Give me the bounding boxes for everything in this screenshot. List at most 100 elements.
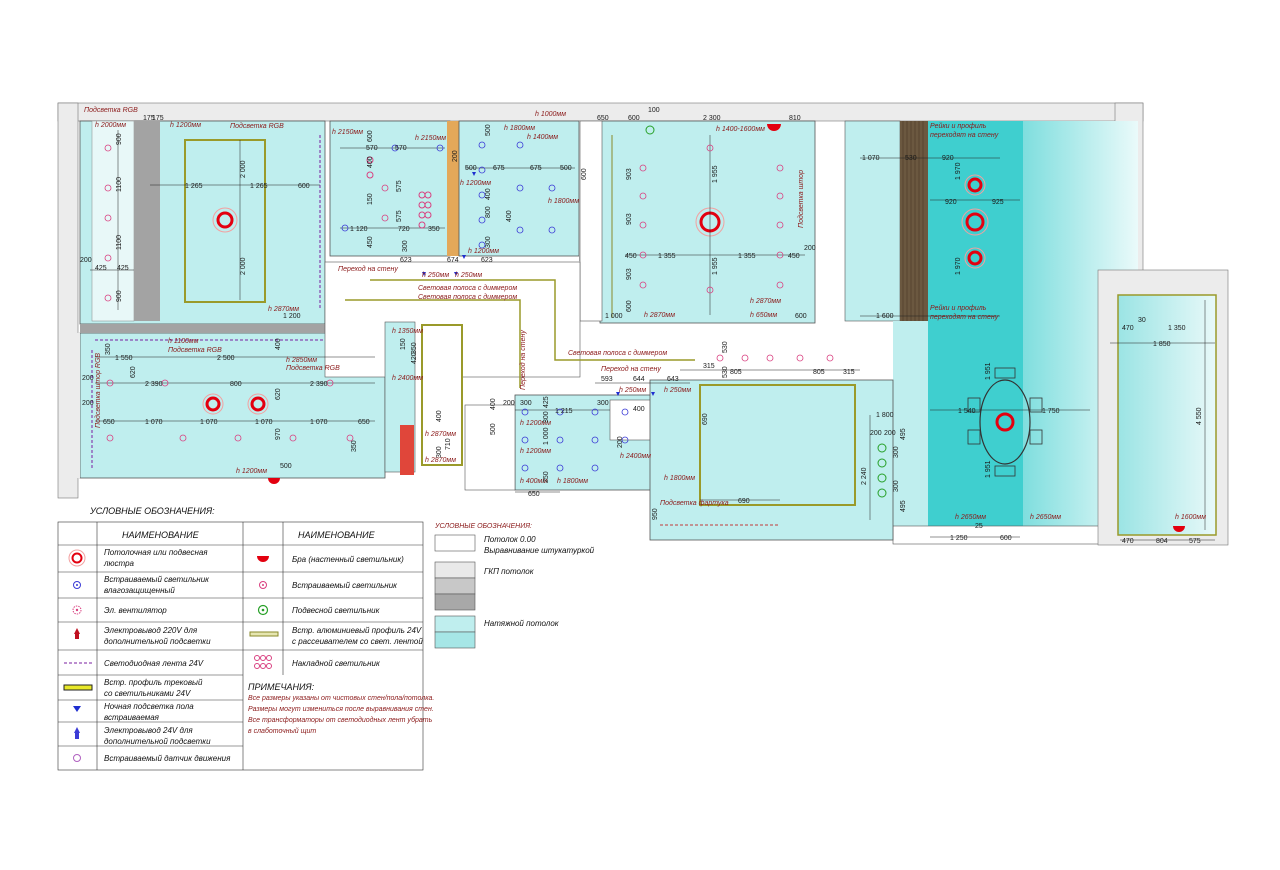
dim-label: 400	[490, 398, 497, 410]
dim-label: 425	[117, 265, 129, 272]
dim-label: 470	[1122, 325, 1134, 332]
dim-label: 925	[992, 199, 1004, 206]
room-loggia	[1097, 269, 1229, 546]
dim-label: 900	[116, 133, 123, 145]
legend-label: со светильниками 24V	[104, 689, 191, 698]
height-label: h 1800мм	[548, 198, 579, 205]
height-label: h 2150мм	[332, 129, 363, 136]
dim-label: 530	[722, 341, 729, 353]
dim-label: 150	[367, 193, 374, 205]
label-light-strip: Световая полоса с диммером	[418, 284, 517, 292]
height-label: h 250мм	[619, 387, 646, 394]
dim-label: 100	[648, 107, 660, 114]
dim-label: 200	[82, 375, 94, 382]
dim-label: 600	[626, 300, 633, 312]
dim-label: 350	[351, 440, 358, 452]
dim-label: 175	[143, 115, 155, 122]
dim-label: 300	[543, 411, 550, 423]
dim-label: 1100	[116, 235, 123, 250]
dim-label: 600	[581, 168, 588, 180]
height-label: h 1200мм	[460, 180, 491, 187]
legend-label: Подвесной светильник	[292, 606, 381, 615]
sconce-icon	[257, 556, 269, 562]
chandelier-icon	[995, 412, 1015, 432]
dim-label: 500	[280, 463, 292, 470]
dim-label: 1 265	[185, 183, 203, 190]
legend-row: Ночная подсветка пола встраиваемая	[58, 702, 243, 723]
dim-label: 425	[543, 396, 550, 408]
note-line: Все трансформаторы от светодиодных лент …	[248, 716, 433, 724]
dim-label: 643	[667, 376, 679, 383]
dim-label: 810	[789, 115, 801, 122]
chandelier-icon	[202, 393, 224, 415]
legend-row: Встр. алюминиевый профиль 24V с рассеива…	[243, 626, 423, 651]
dim-label: 300	[597, 400, 609, 407]
height-label: h 1600мм	[1175, 514, 1206, 521]
legend-label: Встраиваемый светильник	[292, 581, 398, 590]
dim-label: 1 120	[350, 226, 368, 233]
legend-label: влагозащищенный	[104, 586, 175, 595]
dim-label: 2 390	[145, 381, 163, 388]
dim-label: 1 970	[955, 162, 962, 180]
dim-label: 500	[485, 124, 492, 136]
height-label: h 2650мм	[955, 514, 986, 521]
chandelier-icon	[68, 549, 86, 567]
legend: УСЛОВНЫЕ ОБОЗНАЧЕНИЯ: НАИМЕНОВАНИЕ НАИМЕ…	[57, 506, 423, 771]
dim-label: 920	[942, 155, 954, 162]
dim-label: 450	[625, 253, 637, 260]
dim-label: 1 951	[985, 362, 992, 380]
dim-label: 1 070	[255, 419, 273, 426]
dim-label: 450	[367, 236, 374, 248]
dim-label: 570	[366, 145, 378, 152]
height-label: h 2400мм	[392, 375, 423, 382]
label-rgb: Подсветка RGB	[286, 364, 340, 372]
height-label: h 2650мм	[1030, 514, 1061, 521]
dim-label: 2 500	[217, 355, 235, 362]
dim-label: 30	[1138, 317, 1146, 324]
height-label: h 250мм	[455, 272, 482, 279]
legend-label: Накладной светильник	[292, 659, 381, 668]
label-curtain-rgb: Подсветка штор RGB	[94, 353, 102, 428]
legend-row: Бра (настенный светильник)	[243, 555, 423, 573]
legend-label: Встр. алюминиевый профиль 24V	[292, 626, 422, 635]
ceiling-legend-label: ГКП потолок	[484, 567, 535, 576]
height-label: h 2870мм	[644, 312, 675, 319]
dim-label: 1 215	[555, 408, 573, 415]
dim-label: 650	[597, 115, 609, 122]
legend-label: Электровывод 24V для	[104, 726, 193, 735]
dim-label: 1 070	[145, 419, 163, 426]
height-label: h 1100мм	[168, 338, 199, 345]
chandelier-icon	[247, 393, 269, 415]
dim-label: 1 250	[950, 535, 968, 542]
dim-label: 644	[633, 376, 645, 383]
dim-label: 200	[80, 257, 92, 264]
dim-label: 620	[275, 388, 282, 400]
dim-label: 690	[702, 413, 709, 425]
legend-row: Потолочная или подвесная люстра	[58, 548, 243, 573]
label-slats: переходят на стену	[930, 313, 999, 321]
legend-label: дополнительной подсветки	[104, 737, 211, 746]
chandelier-icon	[964, 247, 986, 269]
motion-sensor-icon	[73, 754, 81, 762]
height-label: h 1200мм	[520, 448, 551, 455]
label-slats: Рейки и профиль	[930, 304, 987, 312]
dim-label: 300	[893, 446, 900, 458]
room-bedroom-1	[79, 120, 326, 325]
dim-label: 623	[400, 257, 412, 264]
dim-label: 1 355	[658, 253, 676, 260]
legend-row: Эл. вентилятор	[58, 605, 243, 623]
chandeliers	[202, 174, 1015, 432]
dim-label: 250	[543, 471, 550, 483]
legend-row: Встраиваемый датчик движения	[73, 754, 231, 763]
dim-label: 300	[485, 236, 492, 248]
dim-label: 2 390	[310, 381, 328, 388]
height-label: h 1200мм	[520, 420, 551, 427]
dim-label: 1 540	[958, 408, 976, 415]
label-light-strip: Световая полоса с диммером	[568, 349, 667, 357]
dim-label: 200	[870, 430, 882, 437]
dim-label: 400	[436, 410, 443, 422]
height-label: h 2150мм	[415, 135, 446, 142]
dim-label: 600	[795, 313, 807, 320]
height-label: h 1350мм	[392, 328, 423, 335]
notes-title: ПРИМЕЧАНИЯ:	[248, 682, 315, 692]
